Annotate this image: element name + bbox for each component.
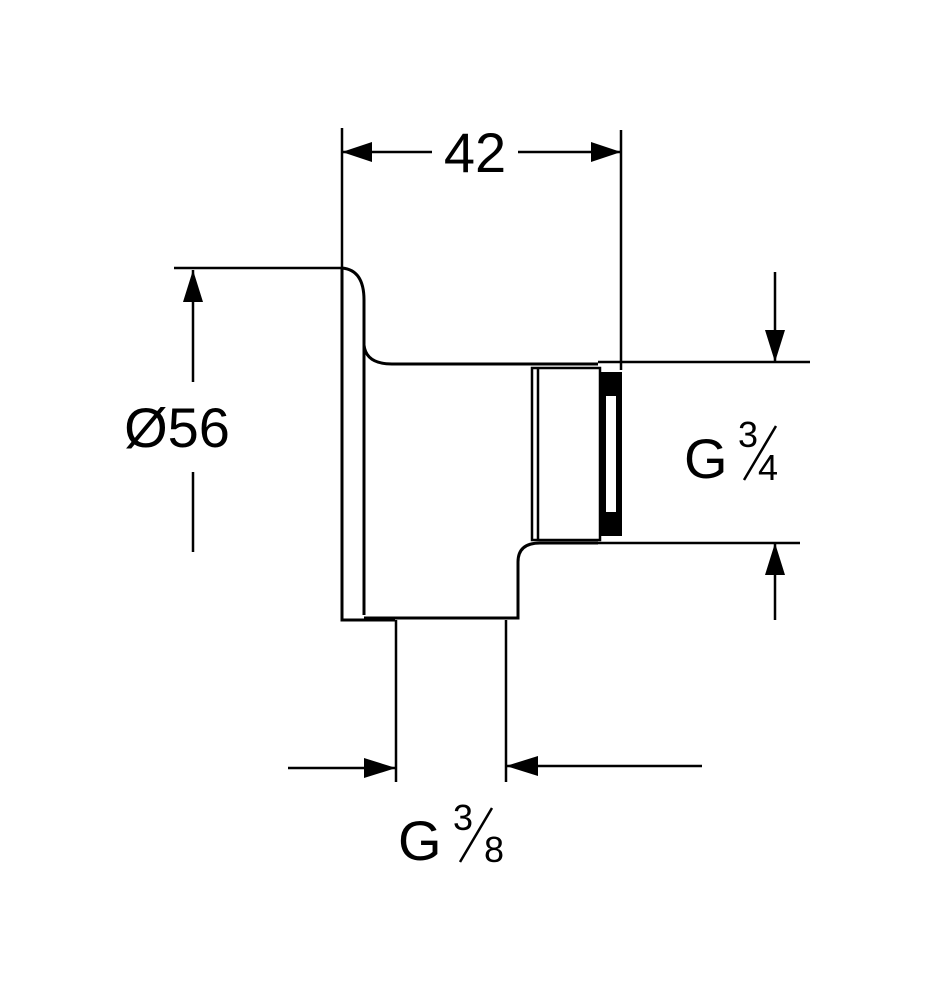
dimension-outlet-thread: G 3 4 — [598, 272, 810, 620]
inlet-thread-numerator: 3 — [453, 797, 473, 838]
width-label: 42 — [444, 121, 506, 184]
dimension-inlet-thread: G 3 8 — [288, 620, 702, 872]
outlet-thread-letter: G — [684, 427, 728, 490]
arrow-head-left — [342, 142, 372, 162]
outlet-gasket-inner — [606, 396, 616, 512]
outlet-thread-numerator: 3 — [738, 414, 758, 455]
arrow-head-up-outlet — [765, 543, 785, 575]
flange-outline — [340, 268, 395, 622]
outlet-thread-denominator: 4 — [758, 447, 778, 488]
flange-inner-edge — [341, 266, 366, 615]
body-bottom-edge — [364, 541, 598, 620]
outlet-thread-block — [530, 366, 602, 542]
arrow-head-left-inlet — [506, 756, 538, 776]
body-top-edge — [362, 344, 598, 366]
dimension-diameter: Ø56 — [124, 266, 342, 552]
outlet-fraction-slash — [742, 425, 778, 481]
arrow-head-up — [183, 270, 203, 302]
diameter-label: Ø56 — [124, 396, 230, 459]
arrow-head-right — [591, 142, 621, 162]
dimension-width: 42 — [340, 121, 623, 370]
part-outline — [340, 266, 622, 622]
arrow-head-down — [765, 330, 785, 362]
inlet-thread-letter: G — [398, 809, 442, 872]
arrow-head-right-inlet — [364, 758, 396, 778]
inlet-thread-denominator: 8 — [484, 829, 504, 870]
inlet-fraction-slash — [458, 807, 494, 863]
